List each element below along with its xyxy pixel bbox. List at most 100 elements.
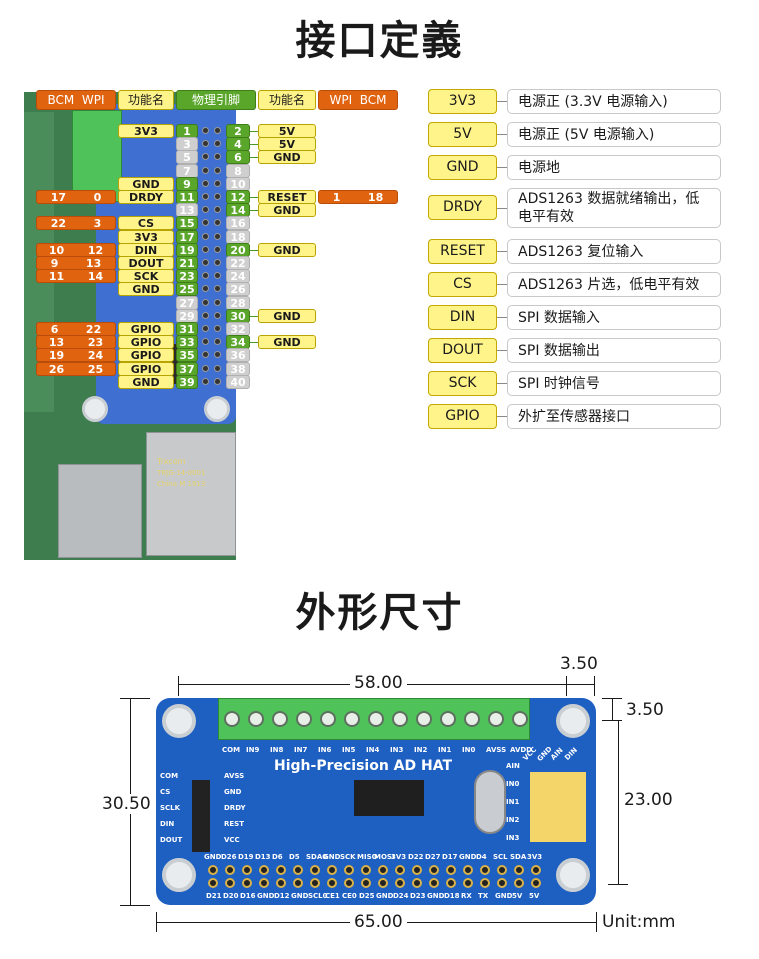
silk-mid-label: DRDY	[224, 804, 246, 812]
pin-func-left: DOUT	[118, 256, 174, 270]
legend-desc-sck: SPI 时钟信号	[507, 371, 721, 396]
silk-header-top: D22	[408, 853, 424, 861]
silk-header-top: GND	[204, 853, 222, 861]
mounting-hole-icon	[556, 704, 590, 738]
physical-pin-17: 17	[176, 229, 198, 244]
header-pin-icon	[276, 865, 286, 875]
wpi-number: 22	[85, 323, 102, 336]
bcm-number: 22	[50, 217, 67, 231]
dim-label-30-5: 30.50	[102, 794, 151, 814]
header-pin-icon	[531, 878, 541, 888]
terminal-block-icon	[72, 110, 122, 202]
adc-chip-icon	[354, 780, 424, 816]
silk-left-label: DOUT	[160, 836, 183, 844]
legend-desc-din: SPI 数据输入	[507, 305, 721, 330]
pin-dot-icon	[214, 311, 221, 319]
legend-connector	[497, 208, 507, 209]
header-pin-icon	[242, 865, 252, 875]
pin-dot-icon	[202, 193, 209, 200]
header-pin-icon	[429, 878, 439, 888]
silk-right-label: IN1	[506, 798, 520, 806]
silk-header-bottom: D16	[240, 892, 256, 900]
physical-pin-9: 9	[176, 176, 198, 191]
dim-tick	[156, 912, 157, 932]
bcm-number: 10	[48, 243, 65, 257]
pin-func-left: 3V3	[118, 229, 174, 244]
physical-pin-35: 35	[176, 348, 198, 363]
physical-pin-38: 38	[226, 361, 250, 376]
pin-func-right: GND	[258, 203, 316, 218]
header-pin-icon	[344, 878, 354, 888]
pin-func-right: GND	[258, 308, 316, 323]
connector-line	[250, 144, 258, 146]
bcm-number: 13	[48, 336, 65, 350]
wpi-number: 14	[87, 270, 104, 284]
silk-header-top: SCL	[493, 853, 508, 861]
legend-connector	[497, 416, 507, 417]
pin-dot-icon	[214, 325, 221, 332]
dim-tick	[566, 676, 567, 696]
legend-connector	[497, 101, 507, 102]
pin-dot-icon	[202, 140, 209, 148]
pin-func-right: GND	[258, 335, 316, 350]
section-title-dimensions: 外形尺寸	[295, 590, 464, 636]
legend-connector	[497, 251, 507, 252]
pin-dot-icon	[214, 193, 221, 200]
dim-label-3-5-y: 3.50	[626, 700, 664, 720]
mounting-hole-icon	[162, 704, 196, 738]
legend-connector	[497, 350, 507, 351]
pin-dot-icon	[202, 166, 209, 174]
physical-pin-12: 12	[226, 190, 250, 204]
silk-header-top: D4	[476, 853, 487, 861]
physical-pin-26: 26	[226, 282, 250, 297]
pin-func-right: GND	[258, 242, 316, 257]
dim-line-3-5-x	[566, 684, 594, 685]
screw-terminal-icon	[488, 711, 504, 727]
silk-header-bottom: D24	[393, 892, 409, 900]
silk-left-label: SCLK	[160, 804, 181, 812]
screw-terminal-icon	[320, 711, 336, 727]
legend-desc-cs: ADS1263 片选，低电平有效	[507, 272, 721, 297]
pin-dot-icon	[214, 351, 221, 359]
pin-dot-icon	[214, 377, 221, 385]
physical-pin-39: 39	[176, 374, 198, 389]
header-bcm-wpi-left: BCM WPI	[36, 90, 116, 110]
bcm-number: 18	[367, 191, 384, 204]
pin-func-right: 5V	[258, 124, 316, 138]
silk-header-top: SCK	[340, 853, 356, 861]
bcm-number: 6	[50, 323, 59, 336]
header-wpi-label: WPI	[81, 93, 105, 107]
physical-pin-4: 4	[226, 137, 250, 152]
wpi-number: 13	[85, 257, 102, 270]
crystal-icon	[474, 770, 506, 834]
silk-header-bottom: GND	[291, 892, 309, 900]
pin-dot-icon	[214, 206, 221, 214]
header-wpi-bcm-right: WPI BCM	[318, 90, 398, 110]
silk-header-bottom: D23	[410, 892, 426, 900]
pin-dot-icon	[202, 219, 209, 227]
silk-header-top: MOSI	[374, 853, 395, 861]
wpi-number: 12	[87, 243, 104, 257]
legend-connector	[497, 134, 507, 135]
wpi-number: 24	[87, 349, 104, 363]
silk-header-bottom: GND	[427, 892, 445, 900]
legend-key-reset: RESET	[428, 239, 497, 264]
silk-header-top: 3V3	[527, 853, 543, 861]
connector-line	[250, 131, 258, 132]
silk-header-bottom: GND	[257, 892, 275, 900]
header-pin-icon	[480, 878, 490, 888]
pin-func-left: GPIO	[118, 348, 174, 363]
screw-terminal-icon	[440, 711, 456, 727]
header-pin-icon	[497, 865, 507, 875]
header-pin-icon	[361, 878, 371, 888]
header-pin-icon	[327, 878, 337, 888]
silk-header-top: D5	[289, 853, 300, 861]
header-pin-icon	[327, 865, 337, 875]
legend-key-gpio: GPIO	[428, 404, 497, 429]
silk-header-top: D17	[442, 853, 458, 861]
header-pin-icon	[208, 878, 218, 888]
header-pin-icon	[361, 865, 371, 875]
